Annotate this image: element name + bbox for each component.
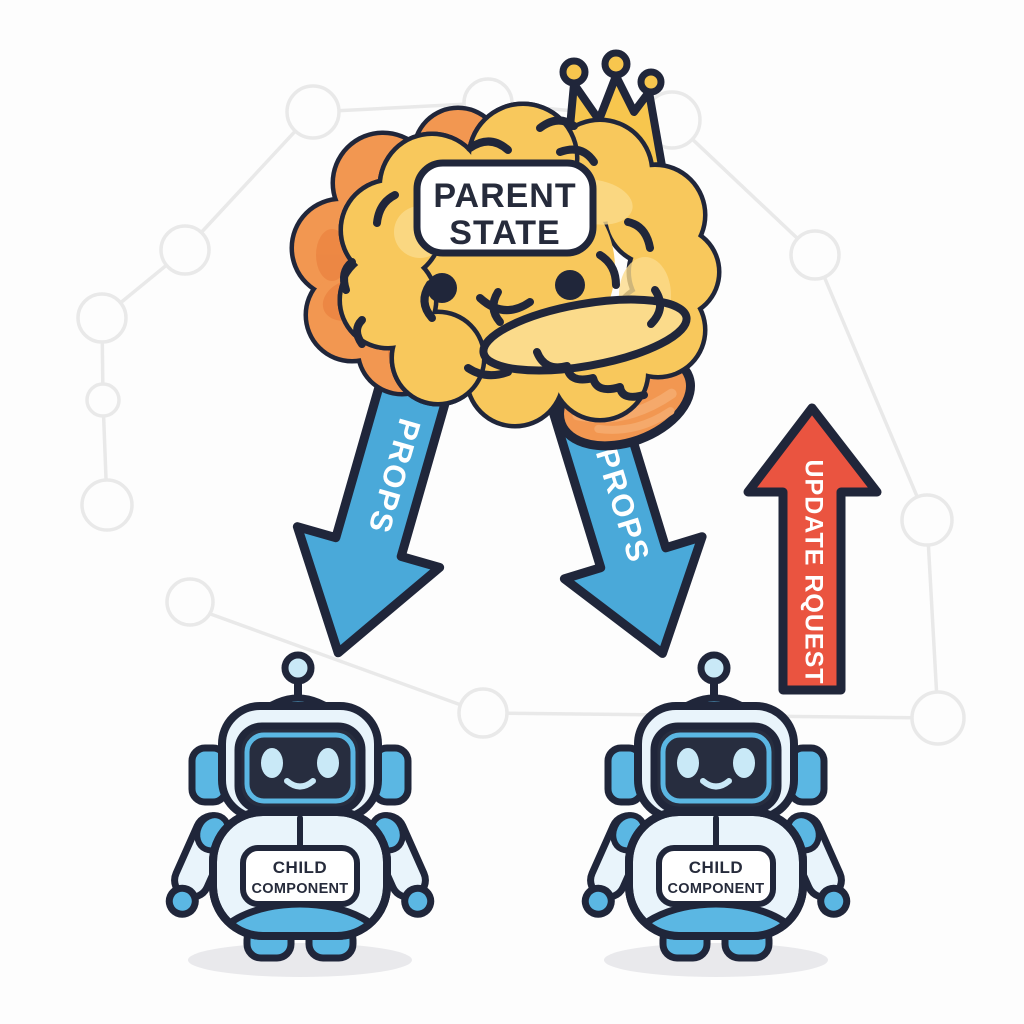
antenna-ball-icon <box>697 651 731 685</box>
background-network-pattern <box>76 77 966 746</box>
robot-shadow <box>604 943 828 977</box>
child-robot-left: CHILD COMPONENT <box>165 651 435 977</box>
update-arrow-label: UPDATE RQUEST <box>799 459 827 684</box>
robot-left-eye <box>677 748 699 778</box>
child-badge-line2: COMPONENT <box>252 881 349 897</box>
update-arrow-shape <box>743 403 882 695</box>
child-robot-right: CHILD COMPONENT <box>581 651 851 977</box>
robot-smile <box>700 778 732 790</box>
brain-smile <box>476 294 534 314</box>
robot-hand-left <box>165 884 199 918</box>
brain-right-eye <box>555 270 585 300</box>
antenna-ball-icon <box>281 651 315 685</box>
robot-hand-left <box>581 884 615 918</box>
update-arrow: UPDATE RQUEST <box>743 403 882 695</box>
brain-left-eye <box>427 273 457 303</box>
robot-right-eye <box>733 748 755 778</box>
robot-right-eye <box>317 748 339 778</box>
robot-hand-right <box>817 884 851 918</box>
child-component-badge: CHILD COMPONENT <box>240 845 360 907</box>
robot-hand-right <box>401 884 435 918</box>
child-badge-line1: CHILD <box>689 858 743 877</box>
child-badge-line2: COMPONENT <box>668 881 765 897</box>
parent-state-badge: PARENT STATE <box>413 159 597 257</box>
child-component-badge: CHILD COMPONENT <box>656 845 776 907</box>
parent-state-line1: PARENT <box>433 177 576 215</box>
child-badge-line1: CHILD <box>273 858 327 877</box>
brain-face <box>427 270 585 314</box>
robot-left-eye <box>261 748 283 778</box>
robot-smile <box>284 778 316 790</box>
parent-brain-illustration: PARENT STATE <box>289 101 722 451</box>
parent-state-line2: STATE <box>449 214 560 252</box>
robot-shadow <box>188 943 412 977</box>
props-arrow-left: PROPS <box>292 324 466 658</box>
